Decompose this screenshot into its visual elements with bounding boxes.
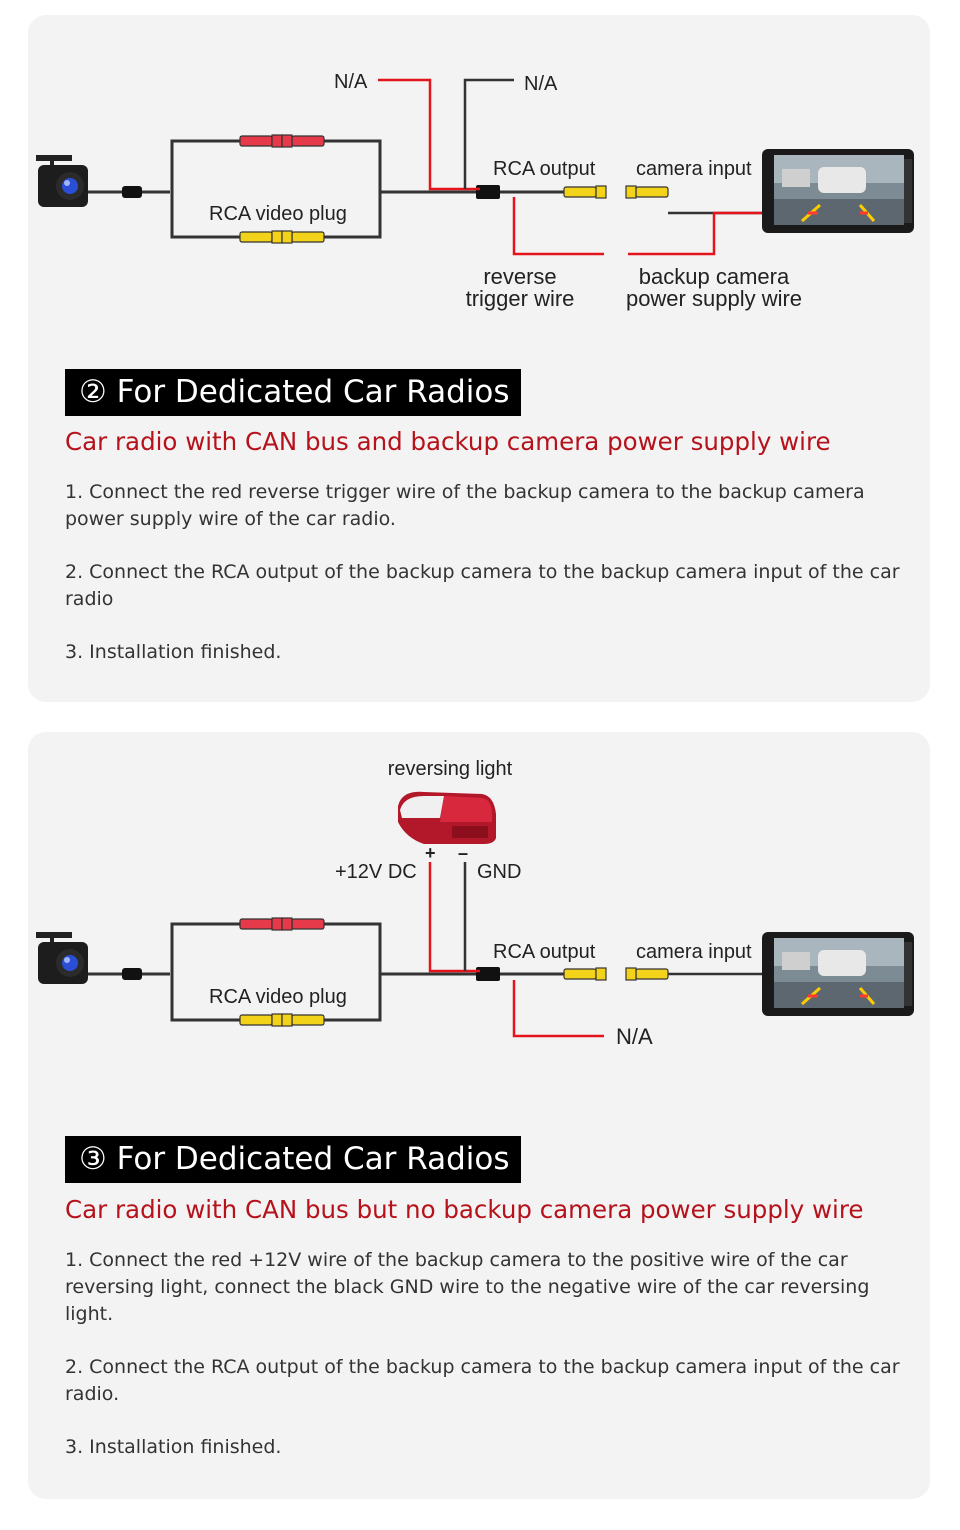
step-item: 1. Connect the red +12V wire of the back… [65, 1249, 870, 1325]
step-item: 2. Connect the RCA output of the backup … [65, 1356, 900, 1405]
label-reverse-line1: reverse [483, 264, 556, 289]
rca-output-plug-icon [563, 967, 607, 981]
label-reversing-light: reversing light [388, 758, 513, 780]
section-2-subtitle: Car radio with CAN bus and backup camera… [65, 427, 831, 456]
label-camera-input: camera input [636, 941, 752, 963]
step-item: 3. Installation finished. [65, 641, 282, 663]
label-plus: + [425, 843, 436, 863]
label-rca-output: RCA output [493, 158, 596, 180]
label-na-left: N/A [334, 71, 368, 93]
camera-input-plug-icon [625, 185, 669, 199]
backup-camera-icon [36, 155, 88, 207]
label-rca-video-plug: RCA video plug [209, 203, 347, 225]
backup-camera-icon [36, 932, 88, 984]
label-na: N/A [616, 1024, 653, 1049]
label-rca-output: RCA output [493, 941, 596, 963]
section-3-subtitle: Car radio with CAN bus but no backup cam… [65, 1195, 864, 1224]
section-2-panel: N/A N/A RCA output camera input RCA vide… [28, 15, 930, 702]
label-camera-input: camera input [636, 158, 752, 180]
label-backup-line2: power supply wire [626, 286, 802, 311]
label-gnd: GND [477, 861, 521, 883]
red-rca-plug-icon [239, 134, 325, 148]
reversing-light-icon [398, 791, 496, 844]
wiring-diagram-2: reversing light + – +12V DC GND RCA outp… [28, 732, 930, 1062]
camera-input-plug-icon [625, 967, 669, 981]
rca-output-plug-icon [563, 185, 607, 199]
step-item: 1. Connect the red reverse trigger wire … [65, 481, 865, 530]
step-item: 2. Connect the RCA output of the backup … [65, 561, 900, 610]
yellow-rca-plug-icon [239, 1013, 325, 1027]
section-2-steps: 1. Connect the red reverse trigger wire … [65, 479, 910, 692]
red-rca-plug-icon [239, 917, 325, 931]
label-12v-dc: +12V DC [335, 861, 417, 883]
label-rca-video-plug: RCA video plug [209, 986, 347, 1008]
label-minus: – [458, 843, 468, 863]
label-backup-line1: backup camera [639, 264, 790, 289]
section-3-panel: reversing light + – +12V DC GND RCA outp… [28, 732, 930, 1499]
label-reverse-line2: trigger wire [466, 286, 575, 311]
car-radio-screen-icon [760, 930, 916, 1018]
section-2-heading: ② For Dedicated Car Radios [65, 369, 522, 416]
section-3-heading: ③ For Dedicated Car Radios [65, 1136, 522, 1183]
car-radio-screen-icon [760, 147, 916, 235]
wiring-diagram-1: N/A N/A RCA output camera input RCA vide… [28, 15, 930, 335]
label-na-right: N/A [524, 73, 558, 95]
section-3-steps: 1. Connect the red +12V wire of the back… [65, 1247, 910, 1487]
yellow-rca-plug-icon [239, 230, 325, 244]
step-item: 3. Installation finished. [65, 1436, 282, 1458]
